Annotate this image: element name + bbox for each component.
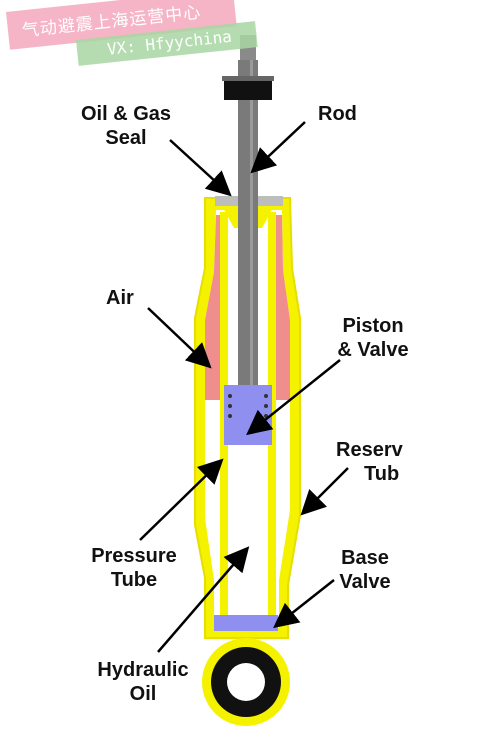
- label-base-valve: Base Valve: [339, 547, 391, 593]
- piston-leader: [246, 359, 341, 436]
- base-valve-shape: [214, 615, 278, 631]
- piston-hole: [264, 394, 268, 398]
- hydraulic-leader: [157, 546, 250, 653]
- piston-hole: [228, 414, 232, 418]
- reserve-leader: [300, 467, 349, 516]
- cap-washer: [222, 76, 274, 81]
- label-piston-valve: Piston & Valve: [337, 315, 409, 361]
- label-pressure-tube: Pressure Tube: [91, 545, 177, 591]
- label-oil-gas-seal: Oil & Gas Seal: [80, 103, 172, 149]
- label-rod: Rod: [318, 103, 357, 125]
- label-hydraulic-oil: Hydraulic Oil: [97, 659, 189, 705]
- seal-leader: [169, 139, 232, 197]
- rod-highlight: [250, 60, 253, 400]
- air-right-shape: [276, 215, 290, 400]
- piston-hole: [228, 404, 232, 408]
- rod-leader: [250, 121, 306, 174]
- cap-shape: [224, 80, 272, 100]
- air-leader: [147, 307, 212, 369]
- label-air: Air: [106, 287, 134, 309]
- base-valve-leader: [273, 579, 335, 629]
- piston-hole: [264, 404, 268, 408]
- rod-shape: [238, 60, 258, 400]
- piston-hole: [228, 394, 232, 398]
- label-reserve-tube: Reserv Tub: [336, 439, 403, 485]
- pressure-leader: [139, 458, 224, 541]
- bottom-eye-hole: [227, 663, 265, 701]
